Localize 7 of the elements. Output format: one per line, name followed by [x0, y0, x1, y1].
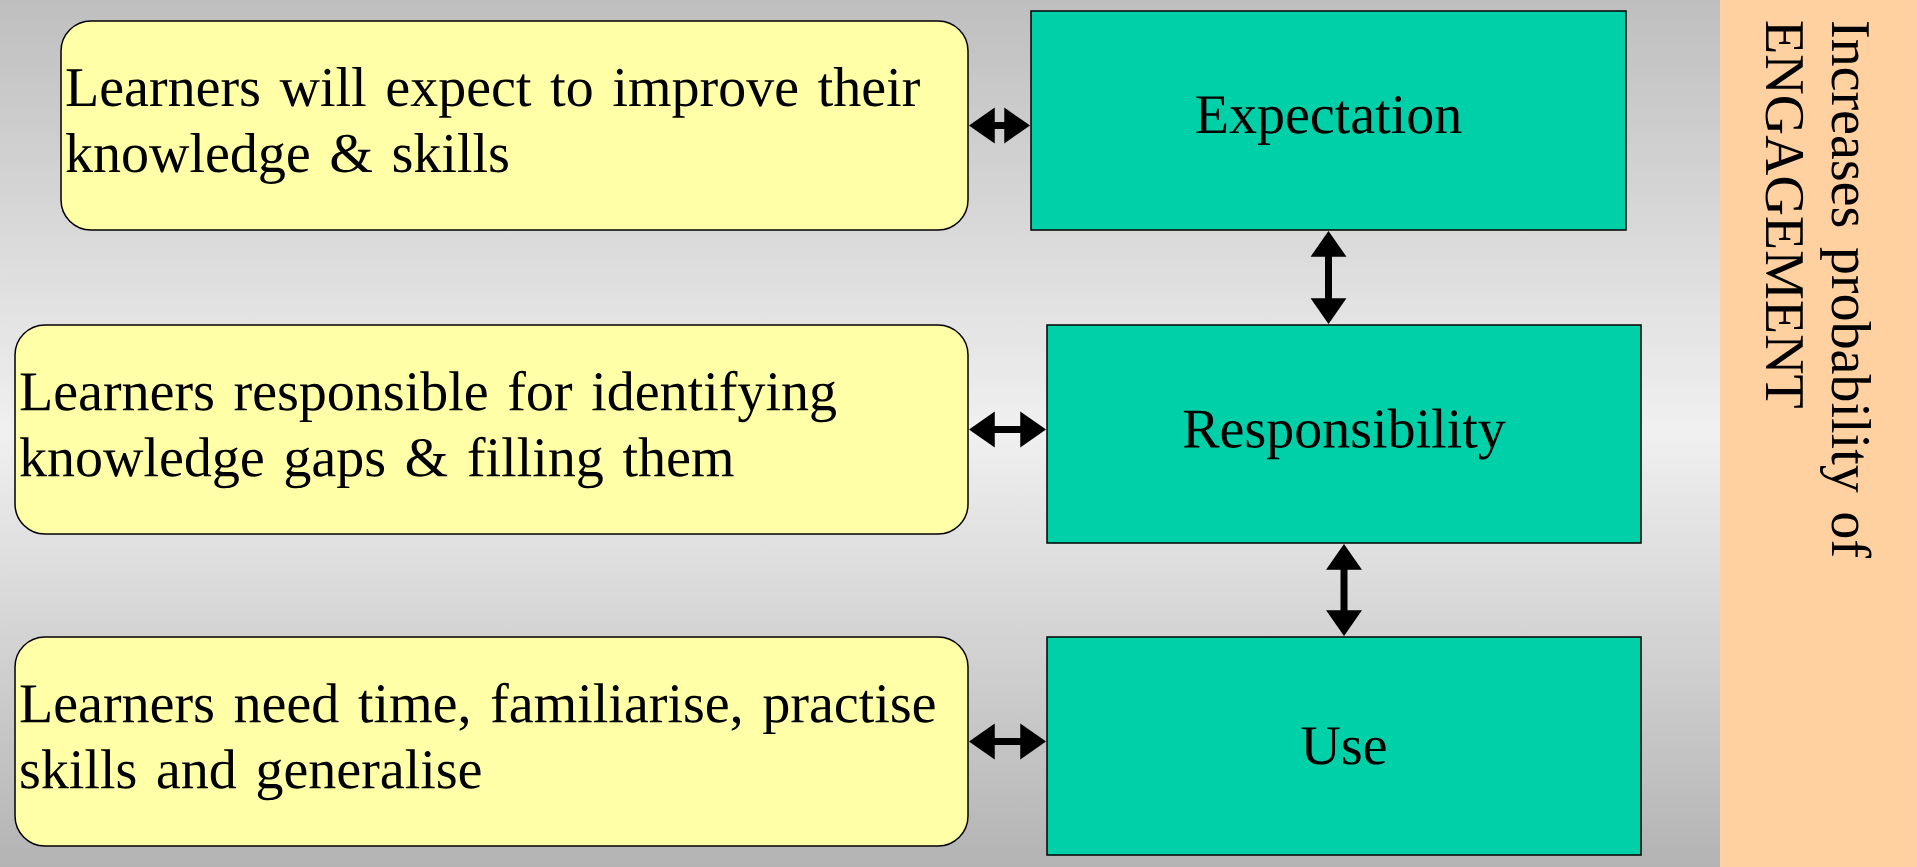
stage-box: Responsibility [1046, 324, 1642, 544]
text-box: Learners responsible for identifying knowledge gaps & filling them [14, 324, 969, 535]
text-box: Learners need time, familiarise, practise skills and generalise [14, 636, 969, 847]
stage-box: Use [1046, 636, 1642, 856]
text-box: Learners will expect to improve their knowledge & skills [60, 20, 969, 231]
side-band: Increases probability of ENGAGEMENT [1720, 0, 1917, 867]
stage-box: Expectation [1030, 10, 1627, 231]
